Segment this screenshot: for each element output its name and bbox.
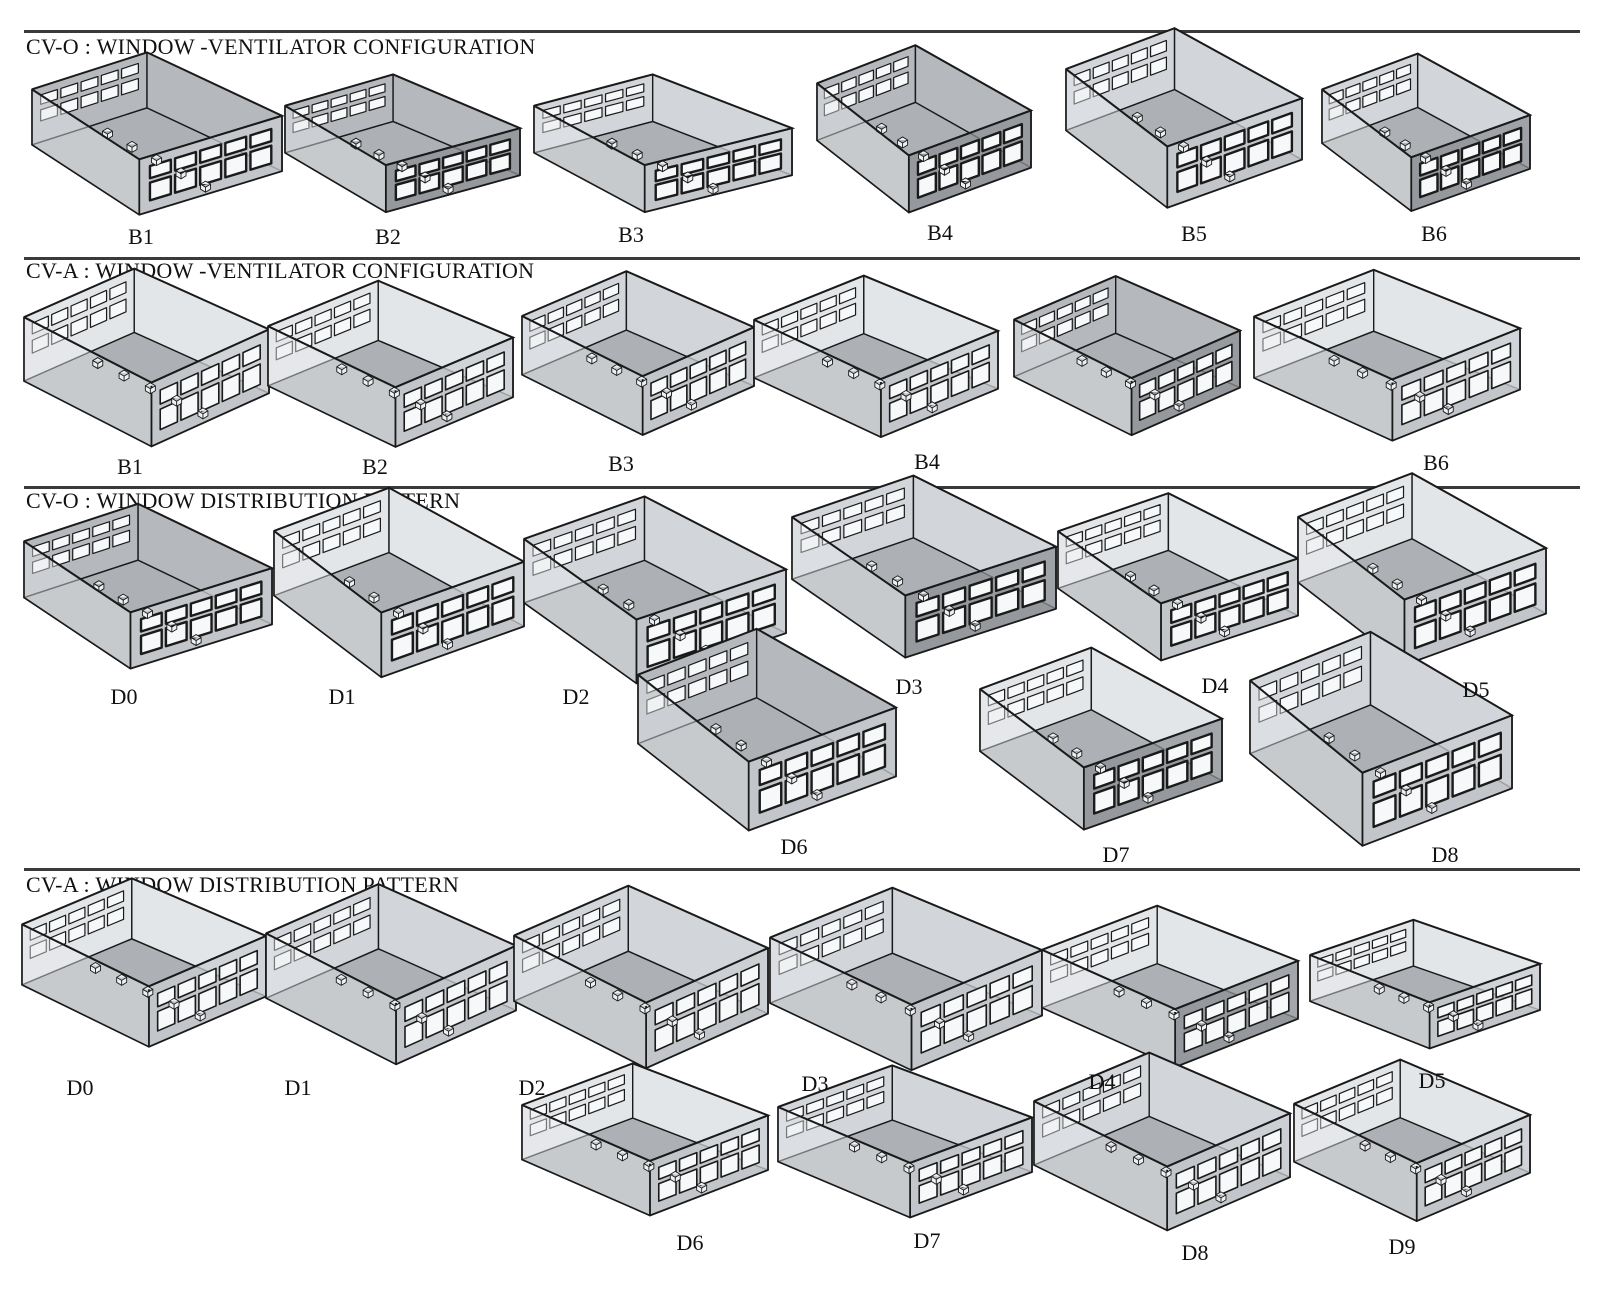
building-cvo-d5 bbox=[1297, 472, 1549, 666]
label-cvo-d3: D3 bbox=[895, 674, 923, 699]
label-cva-d5: D5 bbox=[1418, 1068, 1446, 1093]
label-cvo-b3: B3 bbox=[618, 222, 644, 247]
building-cva-d1 bbox=[265, 883, 519, 1066]
building-cvo-b4 bbox=[816, 44, 1034, 214]
label-cva-b2: B2 bbox=[362, 454, 388, 479]
label-cva-d1: D1 bbox=[284, 1075, 312, 1100]
label-cvo-b5: B5 bbox=[1181, 221, 1207, 246]
label-cvo-b2: B2 bbox=[375, 224, 401, 249]
label-cva-d9: D9 bbox=[1388, 1234, 1416, 1259]
building-cvo-d3 bbox=[791, 474, 1059, 659]
label-cva-d7: D7 bbox=[913, 1228, 941, 1253]
building-cva-b3 bbox=[521, 270, 757, 436]
label-cva-d4: D4 bbox=[1088, 1069, 1116, 1094]
label-cvo-d6: D6 bbox=[780, 834, 808, 859]
label-cvo-d7: D7 bbox=[1102, 842, 1130, 867]
label-cva-b6: B6 bbox=[1423, 450, 1449, 475]
label-cva-d3: D3 bbox=[801, 1071, 829, 1096]
building-cvo-b1 bbox=[31, 51, 285, 216]
building-cva-d8 bbox=[1033, 1051, 1293, 1232]
label-cvo-b6: B6 bbox=[1421, 221, 1447, 246]
building-cvo-b6 bbox=[1321, 52, 1533, 212]
label-cvo-b1: B1 bbox=[128, 224, 154, 249]
label-cvo-d4: D4 bbox=[1201, 673, 1229, 698]
label-cvo-d8: D8 bbox=[1431, 842, 1459, 867]
building-cvo-b3 bbox=[533, 73, 796, 214]
building-cva-d5 bbox=[1309, 918, 1544, 1050]
building-cva-d6 bbox=[521, 1062, 771, 1217]
label-cva-d8: D8 bbox=[1181, 1240, 1209, 1265]
building-cva-b2 bbox=[267, 279, 516, 448]
label-cvo-d2: D2 bbox=[562, 684, 590, 709]
building-cvo-d0 bbox=[23, 502, 275, 670]
building-cva-b6 bbox=[1253, 268, 1523, 442]
building-cvo-b5 bbox=[1065, 27, 1305, 209]
label-cva-b3: B3 bbox=[608, 451, 634, 476]
building-cvo-d7 bbox=[979, 646, 1225, 831]
building-cva-b4 bbox=[753, 274, 1001, 439]
section-title-cvo-config: CV-O : WINDOW -VENTILATOR CONFIGURATION bbox=[26, 34, 536, 59]
building-cvo-d8 bbox=[1249, 630, 1515, 847]
label-cva-b1: B1 bbox=[117, 454, 143, 479]
building-cva-b1 bbox=[23, 267, 272, 448]
section-rule-4 bbox=[24, 868, 1580, 871]
building-cvo-d4 bbox=[1057, 492, 1301, 662]
building-cva-d9 bbox=[1293, 1058, 1533, 1222]
label-cvo-d0: D0 bbox=[110, 684, 138, 709]
label-cva-b4: B4 bbox=[914, 449, 940, 474]
section-rule-1 bbox=[24, 30, 1580, 33]
label-cvo-b4: B4 bbox=[927, 220, 953, 245]
section-rule-3 bbox=[24, 486, 1580, 489]
building-cva-d3 bbox=[769, 886, 1045, 1072]
building-cva-d0 bbox=[21, 877, 269, 1048]
label-cvo-d5: D5 bbox=[1462, 677, 1490, 702]
building-cva-d7 bbox=[777, 1064, 1035, 1219]
building-cvo-d1 bbox=[273, 486, 527, 679]
section-rule-2 bbox=[24, 257, 1580, 260]
building-cva-d2 bbox=[513, 884, 771, 1070]
label-cva-d0: D0 bbox=[66, 1075, 94, 1100]
label-cva-d2: D2 bbox=[518, 1075, 546, 1100]
building-cva-b5 bbox=[1013, 274, 1243, 437]
label-cvo-d1: D1 bbox=[328, 684, 356, 709]
label-cva-d6: D6 bbox=[676, 1230, 704, 1255]
building-cvo-b2 bbox=[284, 73, 524, 214]
building-cva-d4 bbox=[1041, 904, 1301, 1068]
building-cvo-d6 bbox=[637, 627, 899, 832]
